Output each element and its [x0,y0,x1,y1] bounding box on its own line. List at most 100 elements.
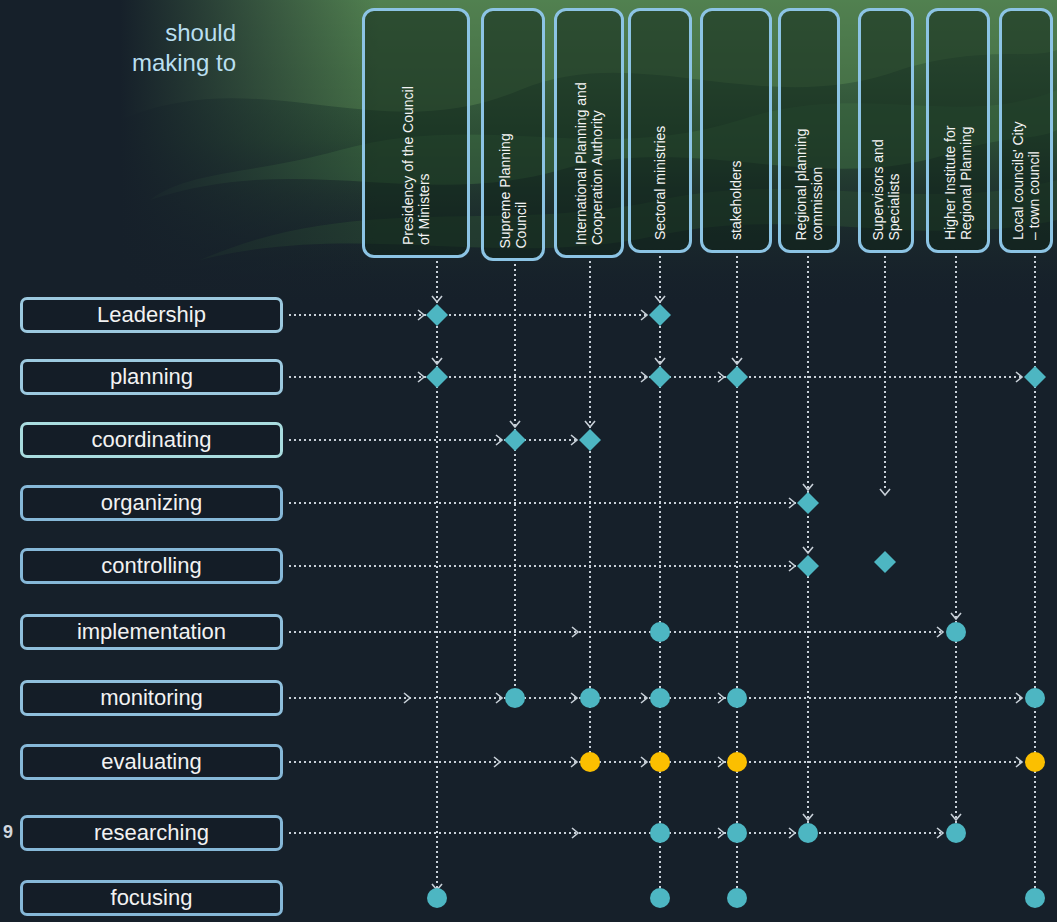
function-name: planning [110,364,193,390]
role-dot [1025,888,1045,908]
evaluation-dot [1025,752,1045,772]
function-box: implementation [20,614,283,650]
actor-header: Supreme Planning Council [481,8,545,261]
function-name: researching [94,820,209,846]
role-diamond [797,492,819,514]
role-dot [1025,688,1045,708]
actor-name: Regional planning commission [793,115,825,240]
arrowhead [496,693,502,703]
row-guide [289,631,944,633]
arrowhead [803,484,813,490]
landscape-glow [120,0,1057,310]
actor-name: Presidency of the Council of Ministers [400,73,432,245]
row-guide [289,565,796,567]
arrowhead [718,757,724,767]
role-dot [727,688,747,708]
arrowhead [641,310,647,320]
arrowhead [732,358,742,364]
function-box: researching [20,815,283,851]
actor-name: International Planning and Cooperation A… [573,65,605,245]
arrowhead [803,547,813,553]
arrowhead [571,435,577,445]
arrowhead [655,358,665,364]
actor-header: Sectoral ministries [628,8,692,253]
role-dot [650,622,670,642]
arrowheads [404,296,1022,890]
role-diamond [874,551,896,573]
role-diamond [504,429,526,451]
arrowhead [655,296,665,302]
role-dot [580,688,600,708]
page-number: 9 [3,822,13,843]
arrowhead [937,627,943,637]
function-name: organizing [101,490,203,516]
role-dot [650,888,670,908]
arrowhead [1016,693,1022,703]
role-dot [798,823,818,843]
function-box: focusing [20,880,283,916]
role-diamond [426,304,448,326]
function-name: Leadership [97,302,206,328]
arrowhead [951,814,961,820]
actor-header: Presidency of the Council of Ministers [362,8,470,258]
arrowhead [937,828,943,838]
evaluation-dot [727,752,747,772]
actor-name: Supervisors and Specialists [870,115,902,240]
arrowhead [571,757,577,767]
evaluation-dot [650,752,670,772]
role-dot [727,888,747,908]
actor-header: International Planning and Cooperation A… [554,8,624,258]
arrowhead [718,693,724,703]
markers [426,304,1046,908]
column-guide [1034,256,1036,899]
role-dot [946,823,966,843]
row-guide [289,439,578,441]
role-diamond [579,429,601,451]
arrowhead [880,489,890,495]
function-box: organizing [20,485,283,521]
arrowhead [510,421,520,427]
role-diamond [797,555,819,577]
arrowhead [418,310,424,320]
role-dot [650,823,670,843]
role-dot [727,823,747,843]
arrowhead [789,498,795,508]
actor-name: Higher Institute for Regional Planning [942,100,974,240]
arrowhead [718,828,724,838]
role-dot [427,888,447,908]
evaluation-dot [580,752,600,772]
column-guide [514,264,516,694]
arrowhead [718,372,724,382]
actor-header: Higher Institute for Regional Planning [926,8,990,253]
function-box: evaluating [20,744,283,780]
function-box: planning [20,359,283,395]
function-name: monitoring [100,685,203,711]
function-name: implementation [77,619,226,645]
actor-header: Local councils' City – town council [999,8,1053,253]
role-dot [650,688,670,708]
column-guide [659,256,661,899]
row-guide [289,314,648,316]
arrowhead [585,421,595,427]
role-diamond [649,366,671,388]
actor-name: Sectoral ministries [652,40,668,240]
arrowhead [432,358,442,364]
row-guide [289,502,796,504]
column-guide [436,261,438,899]
arrowhead [418,372,424,382]
arrowhead [496,435,502,445]
slide-title: should making to [106,18,236,78]
function-name: coordinating [92,427,212,453]
column-guide [955,256,957,829]
function-box: controlling [20,548,283,584]
landscape-fade [120,0,380,310]
actor-name: Supreme Planning Council [497,113,529,248]
arrowhead [571,693,577,703]
arrowhead [951,613,961,619]
actor-name: stakeholders [728,40,744,240]
row-guide [289,832,944,834]
role-diamond [426,366,448,388]
role-diamond [1024,366,1046,388]
